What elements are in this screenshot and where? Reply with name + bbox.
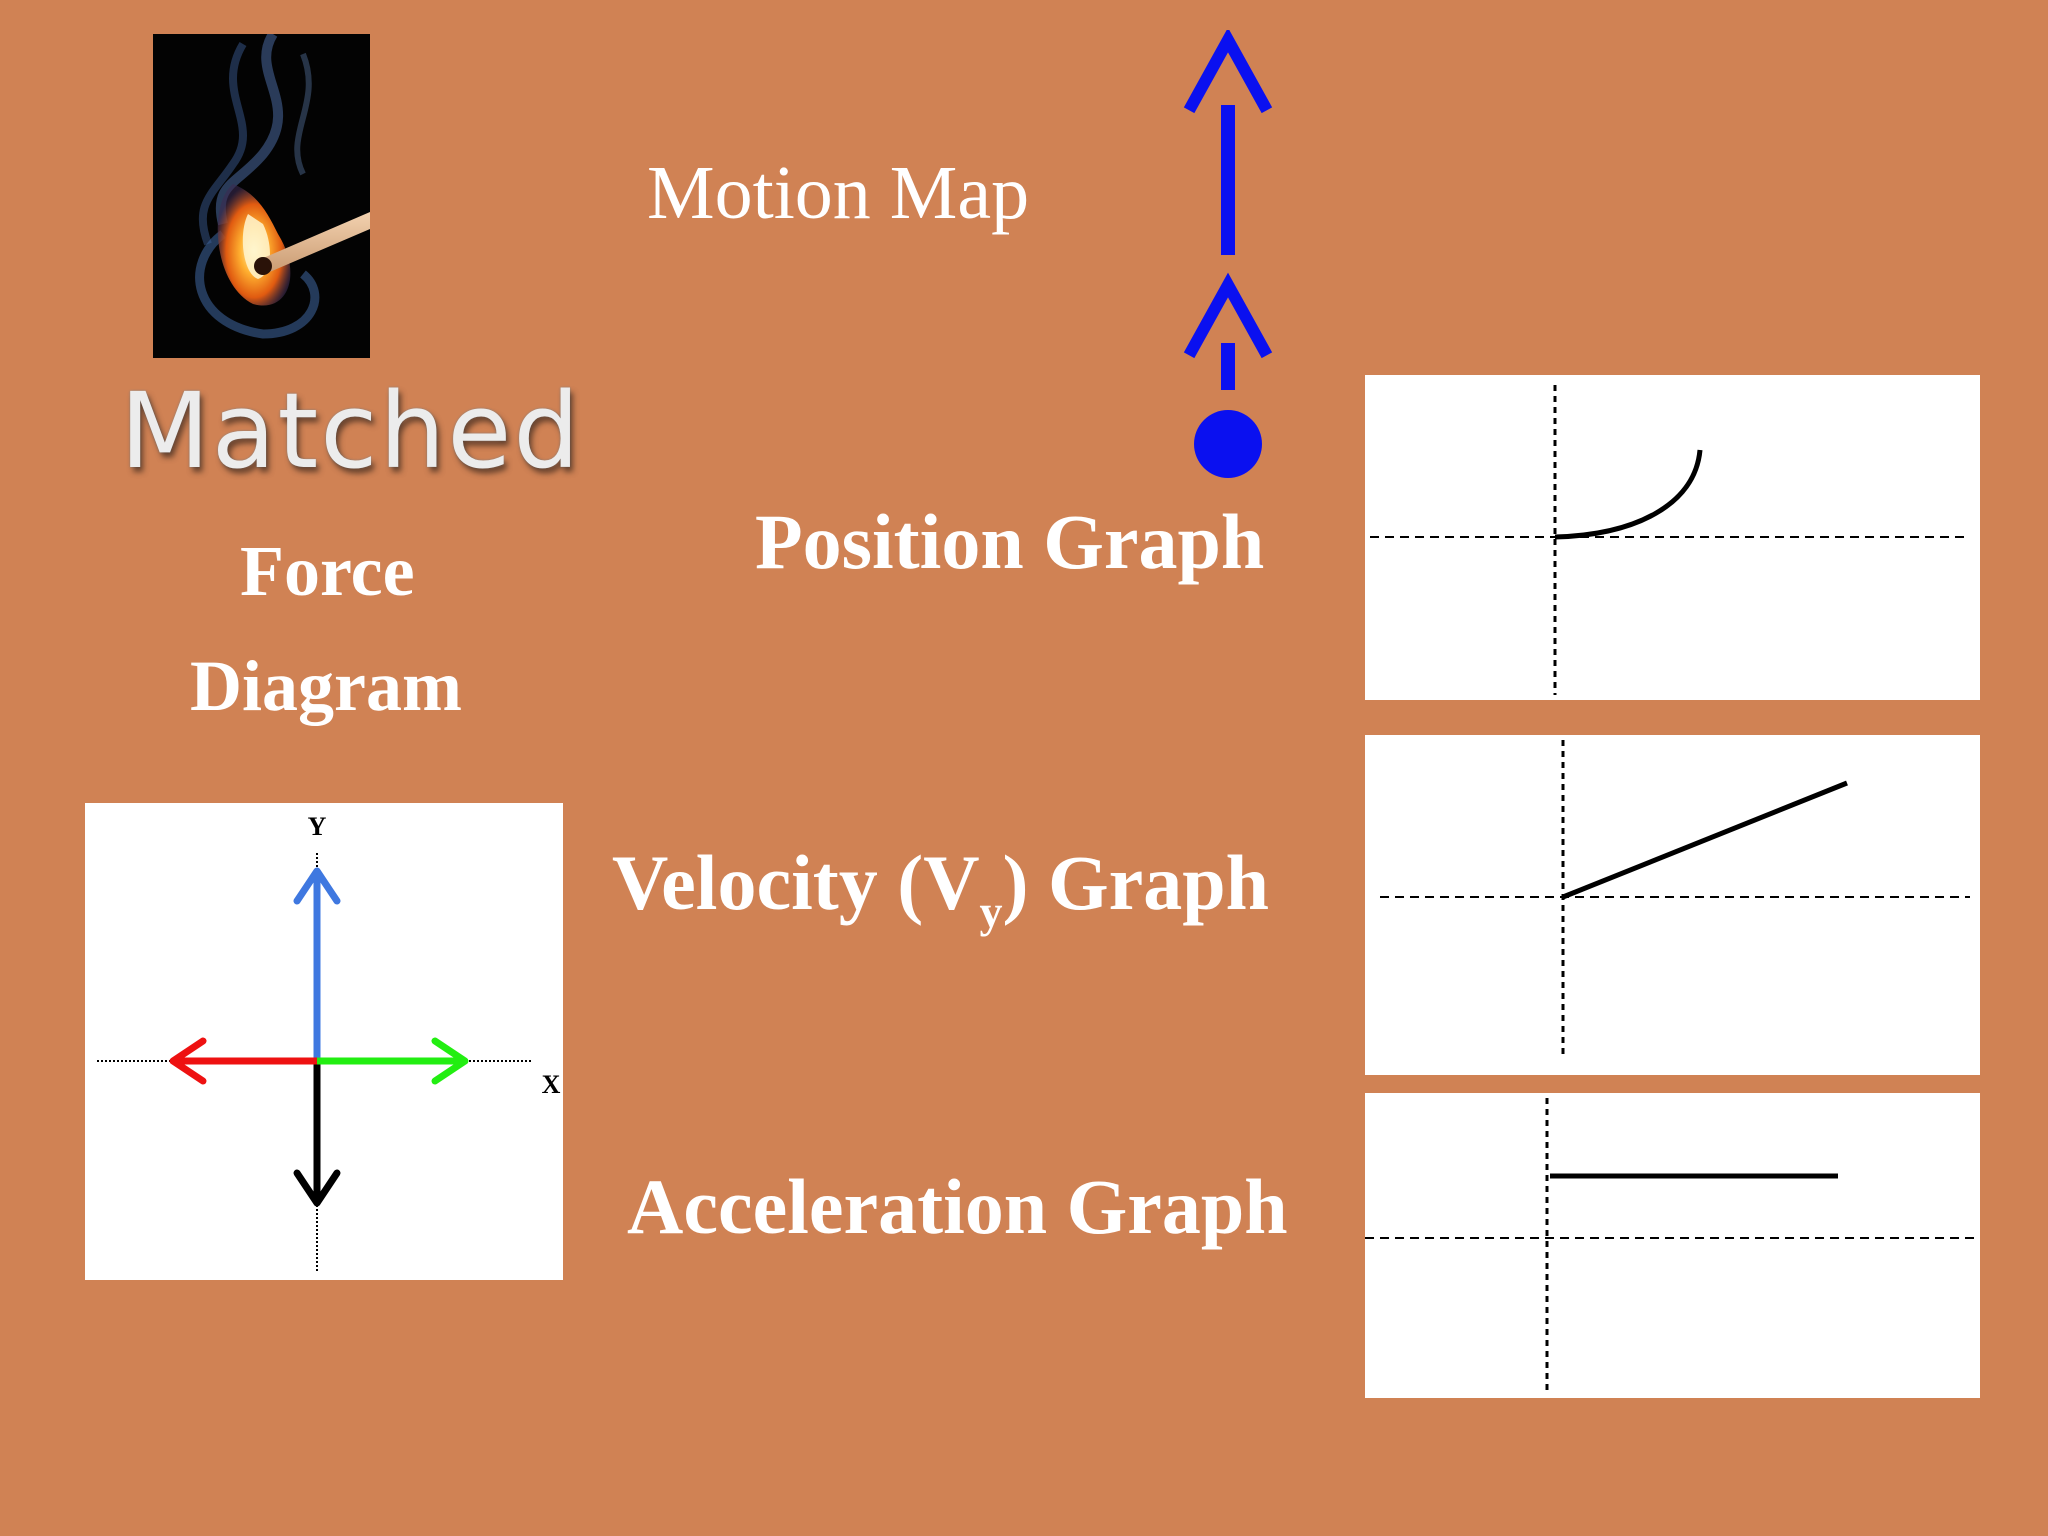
force-diagram-panel: Y X (85, 803, 563, 1280)
force-vector-down (293, 1061, 341, 1207)
acceleration-graph-label: Acceleration Graph (627, 1163, 1288, 1250)
velocity-line (1562, 780, 1848, 900)
force-diagram: Y X (97, 812, 561, 1273)
acceleration-graph (1365, 1098, 1975, 1393)
force-label-line2: Diagram (190, 646, 462, 726)
force-vector-up (293, 867, 341, 1061)
motion-map-arrow-long (1183, 30, 1273, 255)
motion-map-drawing (1183, 30, 1273, 478)
force-label-line1: Force (240, 531, 415, 611)
motion-map-arrow-short (1183, 272, 1273, 390)
slide-title: Matched (120, 370, 582, 492)
burning-match-photo (153, 34, 370, 358)
velocity-label-post: ) Graph (1002, 839, 1270, 926)
motion-map-label: Motion Map (647, 151, 1030, 235)
position-graph-panel (1365, 375, 1980, 700)
position-graph (1370, 385, 1970, 695)
acceleration-graph-panel (1365, 1093, 1980, 1398)
velocity-label-pre: Velocity (V (612, 839, 980, 926)
position-curve (1554, 449, 1703, 540)
velocity-graph (1380, 740, 1970, 1055)
velocity-graph-label: Velocity (Vy) Graph (612, 838, 1269, 938)
x-axis-label: X (542, 1070, 561, 1099)
motion-map (1180, 30, 1280, 490)
motion-map-start-dot (1194, 410, 1262, 478)
velocity-label-subscript: y (979, 886, 1003, 937)
burning-match-illustration (153, 34, 370, 358)
position-graph-label: Position Graph (755, 498, 1265, 585)
force-vector-left (169, 1037, 317, 1085)
velocity-graph-panel (1365, 735, 1980, 1075)
force-vector-right (317, 1037, 469, 1085)
y-axis-label: Y (308, 812, 327, 841)
